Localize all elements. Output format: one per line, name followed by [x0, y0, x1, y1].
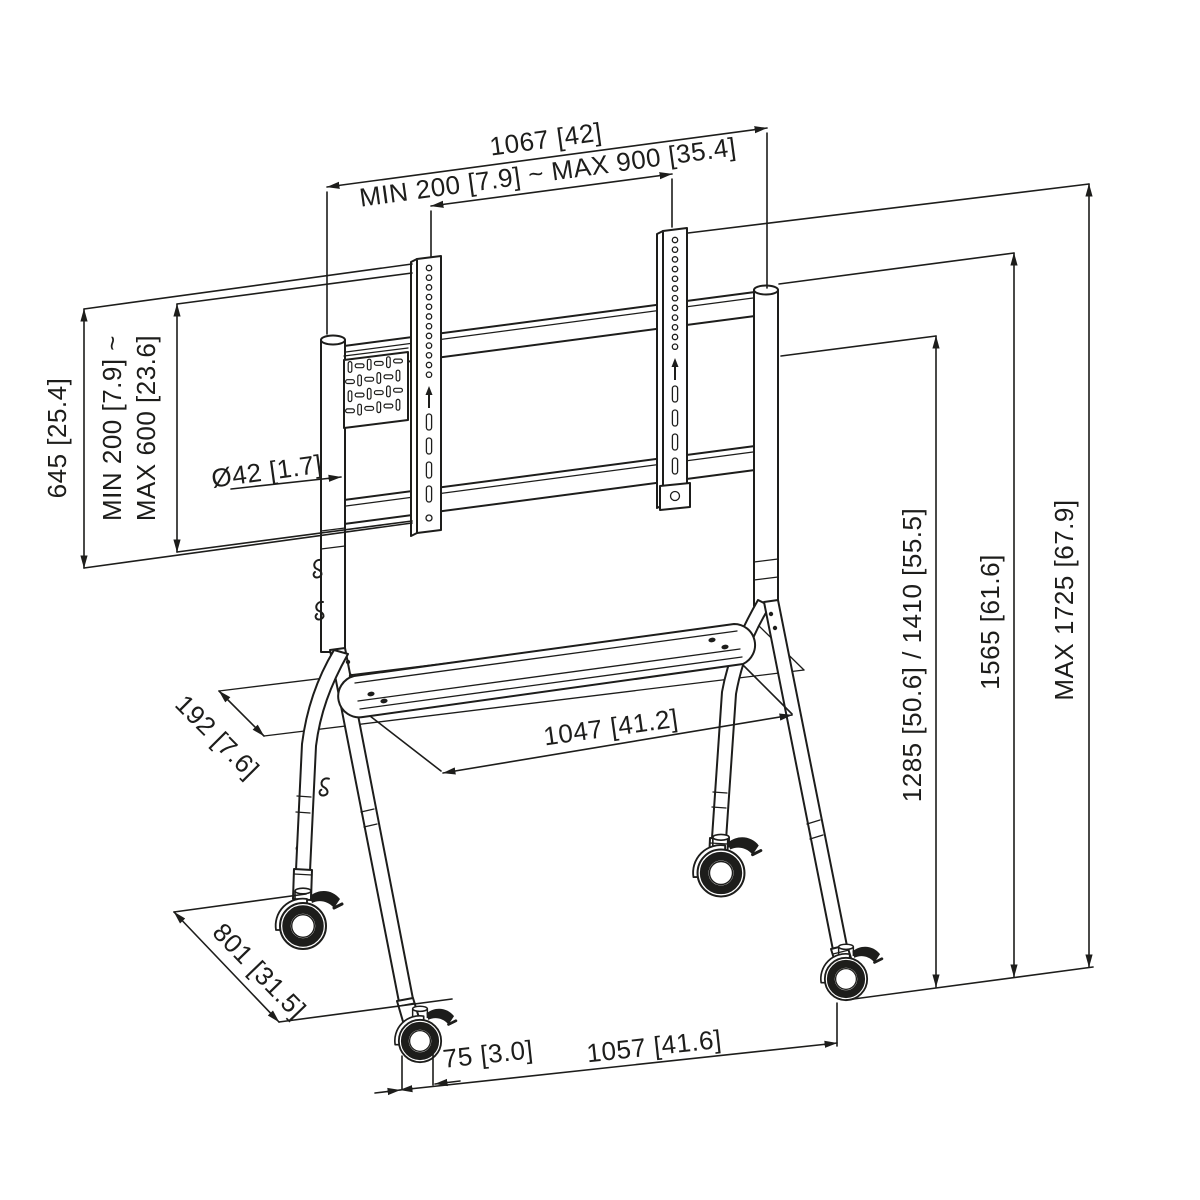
right-post: [753, 284, 779, 607]
back-right-leg: [763, 599, 848, 951]
dim-label-vesa-height-line2: MAX 600 [23.6]: [131, 335, 161, 521]
dim-label-base-width: 1057 [41.6]: [585, 1024, 723, 1068]
dim-bracket-height: 645 [25.4]: [42, 263, 413, 569]
rail-hole-pattern: [425, 236, 679, 503]
dim-label-bracket-height: 645 [25.4]: [42, 378, 72, 499]
dim-label-max-height: MAX 1725 [67.9]: [1049, 499, 1079, 700]
cable-management-plate: [343, 347, 409, 429]
dim-vesa-height-range: MIN 200 [7.9] ~ MAX 600 [23.6]: [97, 272, 413, 553]
plate-slot-pattern: [345, 356, 404, 416]
stand-structure: [218, 227, 882, 1062]
dim-label-caster-diameter: 75 [3.0]: [441, 1034, 534, 1074]
dim-max-height: MAX 1725 [67.9]: [687, 183, 1093, 968]
left-post: [320, 334, 346, 653]
dim-label-shelf-width: 1047 [41.2]: [542, 703, 680, 752]
legs: [295, 599, 848, 1003]
dim-label-display-mount-heights: 1285 [50.6] / 1410 [55.5]: [897, 508, 927, 802]
dim-shelf-depth: 192 [7.6]: [169, 689, 265, 785]
ground-reference-line: [845, 966, 1094, 1001]
dim-label-shelf-depth: 192 [7.6]: [169, 689, 265, 785]
dim-label-vesa-height-line1: MIN 200 [7.9] ~: [97, 335, 127, 521]
dim-display-mount-heights: 1285 [50.6] / 1410 [55.5]: [780, 335, 940, 988]
dim-label-tube-diameter: Ø42 [1.7]: [210, 449, 325, 494]
casters: [276, 834, 882, 1062]
shelf: [337, 622, 757, 719]
dim-frame-height: 1565 [61.6]: [778, 252, 1018, 978]
back-right-caster: [821, 944, 882, 1000]
dimension-annotations: 1067 [42] MIN 200 [7.9] ~ MAX 900 [35.4]…: [42, 117, 1094, 1096]
dim-label-frame-height: 1565 [61.6]: [975, 554, 1005, 690]
